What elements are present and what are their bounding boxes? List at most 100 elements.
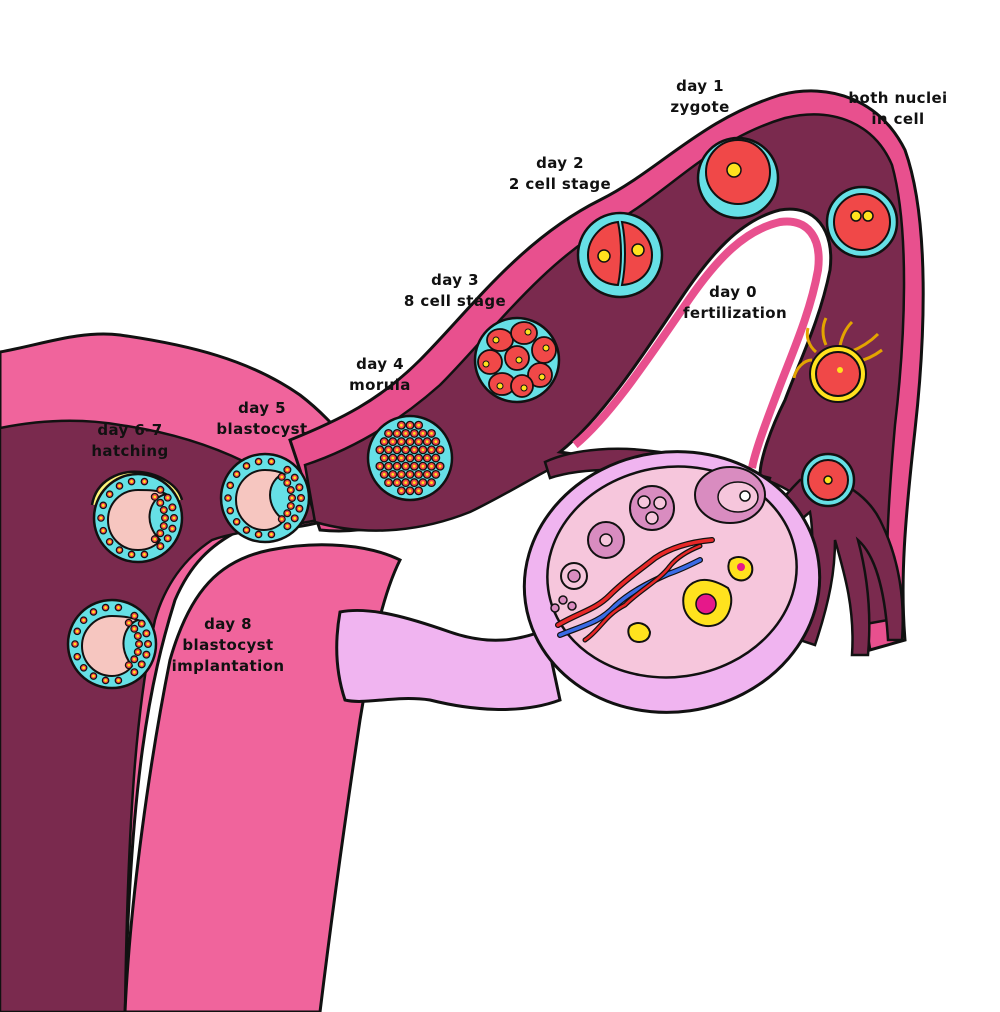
- inner-mass-cell-nucleus: [166, 536, 170, 540]
- tube-loop-lining: [572, 217, 823, 469]
- morula-cell-nucleus: [438, 464, 442, 468]
- label-day5-caption: blastocyst: [216, 420, 308, 438]
- inner-mass-cell-nucleus: [144, 631, 148, 635]
- inner-mass-cell-nucleus: [162, 524, 166, 528]
- morula-cell-nucleus: [412, 481, 416, 484]
- trophoblast-cell-nucleus: [235, 472, 239, 476]
- morula-cell-nucleus: [400, 440, 403, 443]
- trophoblast-cell-nucleus: [108, 540, 112, 544]
- inner-mass-cell-nucleus: [158, 531, 162, 535]
- trophoblast-cell-nucleus: [108, 492, 112, 496]
- trophoblast-cell-nucleus: [257, 533, 260, 536]
- morula-cell-nucleus: [408, 489, 412, 493]
- morula-cell-nucleus: [421, 481, 425, 484]
- morula-cell-nucleus: [400, 456, 403, 460]
- morula-cell-nucleus: [395, 448, 399, 452]
- inner-mass-cell-nucleus: [144, 653, 148, 657]
- inner-mass-cell-nucleus: [170, 505, 174, 509]
- morula-cell-nucleus: [412, 464, 416, 468]
- morula-cell-nucleus: [395, 432, 399, 435]
- morula-cell-nucleus: [430, 448, 433, 452]
- morula-cell-nucleus: [387, 481, 390, 484]
- stage-day0-egg: [792, 317, 883, 403]
- trophoblast-cell-nucleus: [143, 480, 146, 483]
- stage-both-nuclei: [825, 185, 899, 259]
- inner-mass-cell-nucleus: [132, 657, 136, 661]
- label-day4-title: day 4: [356, 355, 404, 373]
- morula-cell-nucleus: [430, 464, 433, 468]
- trophoblast-cell-nucleus: [245, 464, 248, 468]
- morula-cell-nucleus: [387, 464, 390, 468]
- inner-mass-cell-nucleus: [158, 501, 162, 505]
- inner-mass-cell-nucleus: [285, 481, 289, 485]
- trophoblast-cell-nucleus: [101, 529, 105, 533]
- morula-cell-nucleus: [408, 440, 412, 443]
- inner-mass-cell-nucleus: [299, 496, 303, 500]
- inner-mass-cell-nucleus: [137, 642, 141, 646]
- trophoblast-cell-nucleus: [118, 484, 121, 488]
- label-nuclei: both nuclei in cell: [838, 88, 958, 130]
- morula-cell-nucleus: [382, 456, 386, 460]
- trophoblast-cell-nucleus: [270, 533, 273, 536]
- trophoblast-cell-nucleus: [75, 629, 79, 633]
- label-day1-caption: zygote: [670, 98, 730, 116]
- morula-cell-nucleus: [421, 464, 425, 468]
- label-day1: day 1 zygote: [660, 76, 740, 118]
- morula-cell-nucleus: [412, 448, 416, 452]
- morula-cell-nucleus: [421, 448, 425, 452]
- inner-mass-cell-nucleus: [140, 622, 144, 626]
- trophoblast-cell-nucleus: [118, 548, 121, 552]
- inner-mass-cell-nucleus: [153, 537, 157, 541]
- inner-mass-cell-nucleus: [285, 524, 289, 528]
- morula-cell-nucleus: [395, 481, 399, 484]
- inner-mass-cell-nucleus: [297, 485, 301, 489]
- trophoblast-cell-nucleus: [73, 642, 77, 646]
- inner-mass-cell-nucleus: [290, 496, 294, 500]
- trophoblast-cell-nucleus: [245, 528, 248, 532]
- trophoblast-cell-nucleus: [92, 674, 95, 678]
- trophoblast-cell-nucleus: [99, 516, 103, 520]
- morula-cell-nucleus: [434, 473, 438, 476]
- label-day8: day 8 blastocyst implantation: [166, 614, 290, 677]
- inner-mass-cell-nucleus: [153, 495, 157, 499]
- label-nuclei-title: both nuclei: [848, 89, 948, 107]
- morula-cell-nucleus: [417, 473, 420, 476]
- morula-cell-nucleus: [404, 432, 408, 435]
- stage-day67-hatching: [90, 470, 184, 564]
- label-day8-title: day 8: [204, 615, 252, 633]
- inner-mass-cell-nucleus: [132, 627, 136, 631]
- inner-mass-cell-nucleus: [280, 517, 284, 521]
- inner-mass-cell-nucleus: [293, 516, 297, 520]
- trophoblast-cell-nucleus: [117, 679, 120, 682]
- label-day0-title: day 0: [709, 283, 757, 301]
- corpus-bodies: [627, 556, 754, 643]
- inner-mass-cell-nucleus: [127, 663, 131, 667]
- stage-day5-blastocyst: [219, 452, 311, 544]
- inner-mass-cell-nucleus: [136, 634, 140, 638]
- inner-mass-cell-nucleus: [162, 508, 166, 512]
- inner-mass-cell-nucleus: [170, 527, 174, 531]
- inner-mass-cell-nucleus: [166, 496, 170, 500]
- label-day3: day 3 8 cell stage: [395, 270, 515, 312]
- inner-mass-cell-nucleus: [280, 475, 284, 479]
- trophoblast-cell-nucleus: [235, 520, 239, 524]
- trophoblast-cell-nucleus: [270, 460, 273, 463]
- inner-mass-cell-nucleus: [163, 516, 167, 520]
- inner-mass-cell-nucleus: [293, 476, 297, 480]
- stage-day1-zygote: [696, 136, 780, 220]
- morula-cell-nucleus: [408, 456, 412, 460]
- trophoblast-cell-nucleus: [228, 483, 232, 487]
- label-day8-caption: blastocyst: [182, 636, 274, 654]
- morula-cell-nucleus: [391, 440, 395, 443]
- morula-cell-nucleus: [387, 448, 390, 452]
- trophoblast-cell-nucleus: [82, 666, 86, 670]
- morula-cell-nucleus: [438, 448, 442, 452]
- stage-day8-implantation: [66, 598, 158, 690]
- morula-cell-nucleus: [425, 473, 429, 476]
- trophoblast-cell-nucleus: [92, 610, 95, 614]
- morula-cell-nucleus: [387, 432, 390, 435]
- morula-cell-nucleus: [434, 440, 438, 443]
- trophoblast-cell-nucleus: [104, 606, 107, 609]
